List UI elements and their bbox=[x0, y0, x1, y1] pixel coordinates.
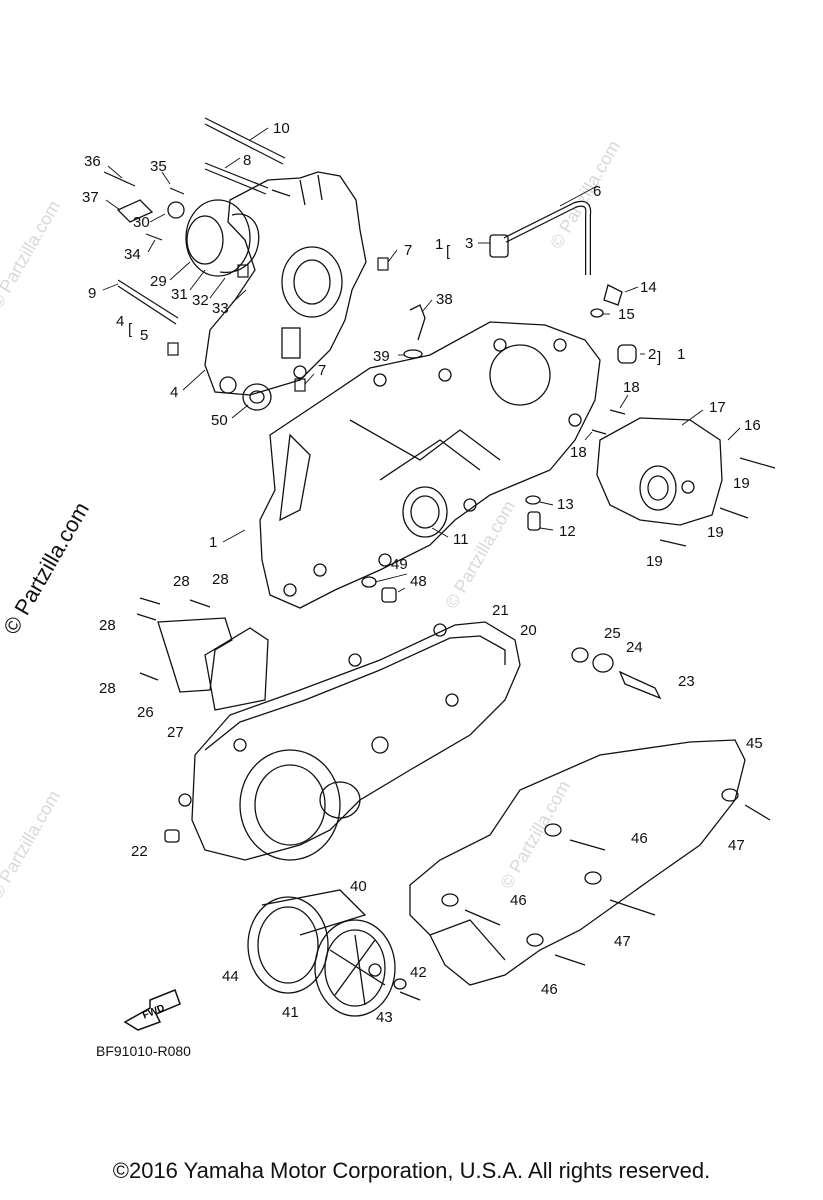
callout-7: 7 bbox=[318, 362, 326, 379]
callout-8: 8 bbox=[243, 152, 251, 169]
callout-50: 50 bbox=[211, 412, 228, 429]
plates-26-27 bbox=[136, 597, 269, 711]
callout-19: 19 bbox=[707, 524, 724, 541]
callout-41: 41 bbox=[282, 1004, 299, 1021]
callout-1: 1 bbox=[435, 236, 443, 253]
fwd-label: FWD bbox=[141, 1003, 166, 1022]
callout-47: 47 bbox=[614, 933, 631, 950]
transmission-cover bbox=[596, 417, 723, 526]
callout-28: 28 bbox=[173, 573, 190, 590]
callout-1: 1 bbox=[209, 534, 217, 551]
callout-28: 28 bbox=[212, 571, 229, 588]
fasteners-23-25 bbox=[571, 647, 662, 700]
bracket-4: [ bbox=[128, 321, 133, 338]
callout-1: 1 bbox=[677, 346, 685, 363]
fan-and-screen bbox=[247, 889, 421, 1017]
callout-14: 14 bbox=[640, 279, 657, 296]
callout-42: 42 bbox=[410, 964, 427, 981]
crankcase-cover bbox=[164, 621, 521, 861]
air-duct-cover bbox=[409, 739, 771, 986]
callout-10: 10 bbox=[273, 120, 290, 137]
callout-38: 38 bbox=[436, 291, 453, 308]
callout-34: 34 bbox=[124, 246, 141, 263]
callout-46: 46 bbox=[541, 981, 558, 998]
leader-lines bbox=[102, 127, 741, 593]
callout-4: 4 bbox=[170, 384, 178, 401]
callout-19: 19 bbox=[646, 553, 663, 570]
callout-11: 11 bbox=[453, 531, 469, 548]
callout-17: 17 bbox=[709, 399, 726, 416]
callout-27: 27 bbox=[167, 724, 184, 741]
callout-33: 33 bbox=[212, 300, 229, 317]
callout-36: 36 bbox=[84, 153, 101, 170]
callout-20: 20 bbox=[520, 622, 537, 639]
callout-30: 30 bbox=[133, 214, 150, 231]
callout-5: 5 bbox=[140, 327, 148, 344]
callout-21: 21 bbox=[492, 602, 509, 619]
bracket-1-3: [ bbox=[446, 243, 451, 260]
watermark: © Partzilla.com bbox=[0, 787, 64, 902]
callout-13: 13 bbox=[557, 496, 574, 513]
callout-15: 15 bbox=[618, 306, 635, 323]
callout-12: 12 bbox=[559, 523, 576, 540]
callout-49: 49 bbox=[391, 556, 408, 573]
callout-18: 18 bbox=[570, 444, 587, 461]
callout-4: 4 bbox=[116, 313, 124, 330]
callout-25: 25 bbox=[604, 625, 621, 642]
left-crankcase-half bbox=[204, 171, 367, 396]
callout-40: 40 bbox=[350, 878, 367, 895]
callout-16: 16 bbox=[744, 417, 761, 434]
watermark: © Partzilla.com bbox=[441, 497, 519, 612]
callout-44: 44 bbox=[222, 968, 239, 985]
callout-37: 37 bbox=[82, 189, 99, 206]
callout-9: 9 bbox=[88, 285, 96, 302]
bolts-upper bbox=[103, 117, 776, 547]
callout-23: 23 bbox=[678, 673, 695, 690]
callout-22: 22 bbox=[131, 843, 148, 860]
callout-45: 45 bbox=[746, 735, 763, 752]
callout-46: 46 bbox=[510, 892, 527, 909]
callout-28: 28 bbox=[99, 680, 116, 697]
callout-24: 24 bbox=[626, 639, 643, 656]
callout-48: 48 bbox=[410, 573, 427, 590]
starter-cover-parts bbox=[116, 199, 260, 277]
callout-46: 46 bbox=[631, 830, 648, 847]
bracket-2-1: ] bbox=[657, 349, 661, 366]
reference-code: BF91010-R080 bbox=[96, 1043, 191, 1059]
callout-47: 47 bbox=[728, 837, 745, 854]
watermark: © Partzilla.com bbox=[0, 197, 64, 312]
callout-31: 31 bbox=[171, 286, 188, 303]
callout-3: 3 bbox=[465, 235, 473, 252]
right-crankcase-half bbox=[259, 321, 601, 609]
watermarks: © Partzilla.com © Partzilla.com © Partzi… bbox=[0, 137, 624, 902]
copyright-notice: ©2016 Yamaha Motor Corporation, U.S.A. A… bbox=[112, 1158, 711, 1183]
part-callouts: 10 8 36 35 37 30 34 29 31 32 33 9 4 [ 5 … bbox=[82, 120, 763, 1026]
callout-26: 26 bbox=[137, 704, 154, 721]
callout-7: 7 bbox=[404, 242, 412, 259]
callout-39: 39 bbox=[373, 348, 390, 365]
callout-18: 18 bbox=[623, 379, 640, 396]
callout-6: 6 bbox=[593, 183, 601, 200]
fwd-arrow: FWD bbox=[123, 989, 181, 1031]
watermark: © Partzilla.com bbox=[496, 777, 574, 892]
callout-29: 29 bbox=[150, 273, 167, 290]
callout-28: 28 bbox=[99, 617, 116, 634]
callout-43: 43 bbox=[376, 1009, 393, 1026]
callout-32: 32 bbox=[192, 292, 209, 309]
callout-19: 19 bbox=[733, 475, 750, 492]
callout-2: 2 bbox=[648, 346, 656, 363]
callout-35: 35 bbox=[150, 158, 167, 175]
